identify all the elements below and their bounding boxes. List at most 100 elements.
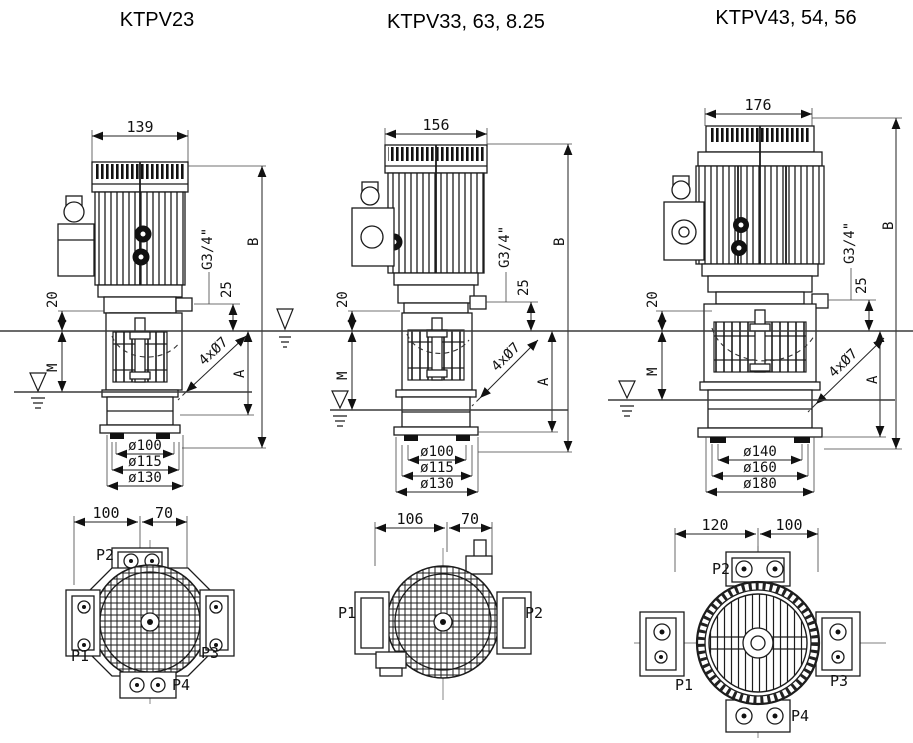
grille-ring — [394, 573, 492, 671]
motor-flange — [97, 284, 183, 298]
dia1: ø100 — [420, 444, 454, 460]
bottom-flange — [393, 426, 479, 436]
base-plate — [101, 389, 179, 398]
port-label-p4: P4 — [172, 676, 190, 694]
shaft-coupling — [426, 329, 448, 338]
port-flange-right-inner — [821, 617, 853, 671]
top-stub-pipe — [473, 539, 487, 559]
width-dim: 156 — [422, 116, 449, 134]
holes-label: 4xØ7 — [196, 334, 232, 369]
shaft-coupling — [749, 363, 771, 372]
bolt-dot — [772, 566, 778, 572]
bottom-view-ktpv23: 100 70 P2 P1 P3 P4 — [65, 504, 235, 704]
min-level-ref: M — [335, 372, 351, 380]
port-label-p2: P2 — [525, 604, 543, 622]
base-plate — [395, 389, 477, 398]
dia-extensions — [395, 437, 479, 492]
dia3: ø180 — [743, 476, 777, 492]
port-label-p3: P3 — [201, 644, 219, 662]
left-dim: 100 — [92, 504, 119, 522]
dia2: ø115 — [420, 460, 454, 476]
bolt-dot — [135, 683, 139, 687]
model-title: KTPV43, 54, 56 — [715, 7, 856, 29]
port-thread-label: G3/4" — [200, 228, 216, 270]
immersion-ref: A — [232, 369, 248, 378]
bolt-dot — [835, 629, 841, 635]
base-plate — [699, 381, 821, 391]
shaft-coupling — [129, 331, 151, 340]
port-offset-dim: 25 — [219, 281, 235, 298]
shaft-coupling — [426, 369, 448, 378]
foot — [456, 435, 470, 441]
bottom-view-ktpv43: 120 100 P2 P1 P3 P4 — [634, 516, 886, 738]
shaft-center-inner — [750, 635, 766, 651]
shaft-coupling — [749, 323, 771, 332]
dia1: ø100 — [128, 438, 162, 454]
height-ref: B — [552, 238, 568, 246]
discharge-port — [469, 295, 487, 310]
cable-gland — [671, 180, 691, 200]
shaft-dot — [440, 619, 446, 625]
pump-head — [707, 275, 813, 293]
suction-dim: 20 — [45, 291, 61, 308]
junction-box-port-center — [678, 226, 690, 238]
bottom-stub-plate — [379, 667, 403, 677]
width-dim: 139 — [126, 118, 153, 136]
junction-box-port — [360, 225, 384, 249]
junction-box — [351, 207, 395, 267]
width-dim: 176 — [744, 96, 771, 114]
port-thread-label: G3/4" — [497, 226, 513, 268]
port-flange-bottom — [119, 671, 177, 699]
suction-dim: 20 — [335, 291, 351, 308]
port-flange-left-inner — [645, 617, 677, 671]
port-offset-dim: 25 — [516, 279, 532, 296]
b-extension — [478, 143, 572, 453]
junction-box — [663, 201, 705, 261]
shaft — [134, 317, 146, 383]
bolt-dot — [741, 566, 747, 572]
b-extension — [182, 165, 266, 449]
bolt-center — [736, 245, 742, 251]
bottom-stub — [375, 651, 407, 669]
right-dim: 100 — [775, 516, 802, 534]
port-label-p4: P4 — [791, 707, 809, 725]
bolt-dot — [82, 643, 86, 647]
port-label-p1: P1 — [71, 647, 89, 665]
port-flange-right-inner — [502, 597, 526, 649]
foot — [794, 437, 810, 443]
top-stub — [465, 555, 493, 575]
port-flange-right — [496, 591, 532, 655]
dia3: ø130 — [128, 470, 162, 486]
foot — [110, 433, 124, 439]
port-offset-dim: 25 — [854, 277, 870, 294]
bolt-dot — [214, 643, 218, 647]
immersion-ref: A — [865, 375, 881, 384]
junction-box-port — [671, 219, 697, 245]
dia2: ø160 — [743, 460, 777, 476]
front-view-ktpv43: KTPV43, 54, 56 176 G3/4" — [645, 7, 902, 497]
bolt-dot — [156, 683, 160, 687]
port-label-p1: P1 — [675, 676, 693, 694]
port-thread-label: G3/4" — [842, 222, 858, 264]
holes-leader-tail — [471, 397, 481, 407]
shaft — [754, 309, 766, 373]
pump-neck — [715, 291, 805, 305]
pump-neck — [403, 302, 469, 314]
right-dim: 70 — [155, 504, 173, 522]
bolt-dot — [836, 655, 840, 659]
port-flange-left-inner — [360, 597, 384, 649]
port-label-p3: P3 — [830, 672, 848, 690]
holes-leader-tail — [177, 391, 187, 401]
bolt-center — [138, 254, 144, 260]
bolt-dot — [772, 713, 778, 719]
junction-box — [57, 223, 95, 277]
model-title: KTPV33, 63, 8.25 — [387, 11, 545, 33]
discharge-port — [175, 297, 193, 312]
foot — [156, 433, 170, 439]
ring — [704, 589, 812, 697]
port-label-p2: P2 — [712, 560, 730, 578]
holes-leader — [185, 335, 247, 393]
bolt-dot — [659, 655, 663, 659]
